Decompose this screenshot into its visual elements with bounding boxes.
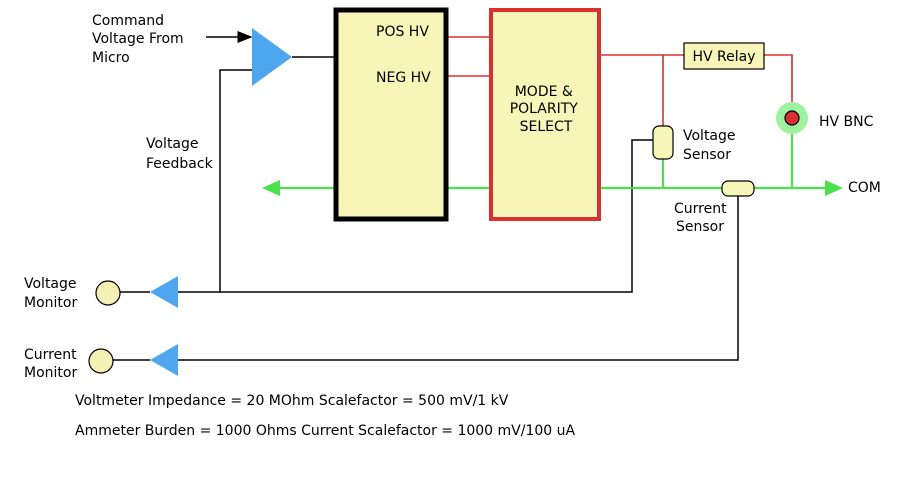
- com-label: COM: [848, 180, 881, 196]
- current-monitor-amplifier: [150, 344, 178, 376]
- voltage-monitor-amplifier: [150, 276, 178, 308]
- signal-wires: [113, 56, 739, 361]
- current-sensor: [721, 180, 755, 197]
- hv-relay-box: [683, 42, 765, 70]
- voltage-monitor-label: Voltage Monitor: [24, 276, 81, 311]
- com-wires: [270, 128, 830, 190]
- com-right-arrow: [825, 180, 843, 196]
- hv-bnc-connector: [784, 110, 800, 126]
- current-sensor-label: Current Sensor: [674, 201, 731, 235]
- mode-polarity-label: MODE & POLARITY SELECT: [510, 84, 583, 135]
- voltage-sensor-label: Voltage Sensor: [683, 128, 740, 163]
- command-amplifier: [252, 28, 292, 86]
- hv-supply-block: [333, 7, 449, 222]
- mode-polarity-block: [489, 8, 601, 221]
- command-voltage-label: Command Voltage From Micro: [92, 13, 188, 66]
- com-left-arrow: [262, 180, 280, 196]
- pos-hv-label: POS HV: [376, 24, 429, 40]
- hv-relay-label: HV Relay: [692, 49, 755, 65]
- ammeter-note: Ammeter Burden = 1000 Ohms Current Scale…: [75, 423, 576, 439]
- voltage-monitor-jack: [95, 280, 121, 306]
- current-monitor-label: Current Monitor: [24, 347, 81, 381]
- current-monitor-jack: [88, 348, 114, 374]
- voltage-feedback-label: Voltage Feedback: [146, 136, 214, 172]
- voltmeter-note: Voltmeter Impedance = 20 MOhm Scalefacto…: [75, 393, 509, 409]
- voltage-sensor: [652, 125, 674, 160]
- hv-wires: [446, 36, 793, 126]
- neg-hv-label: NEG HV: [376, 70, 431, 86]
- hv-bnc-label: HV BNC: [819, 114, 874, 130]
